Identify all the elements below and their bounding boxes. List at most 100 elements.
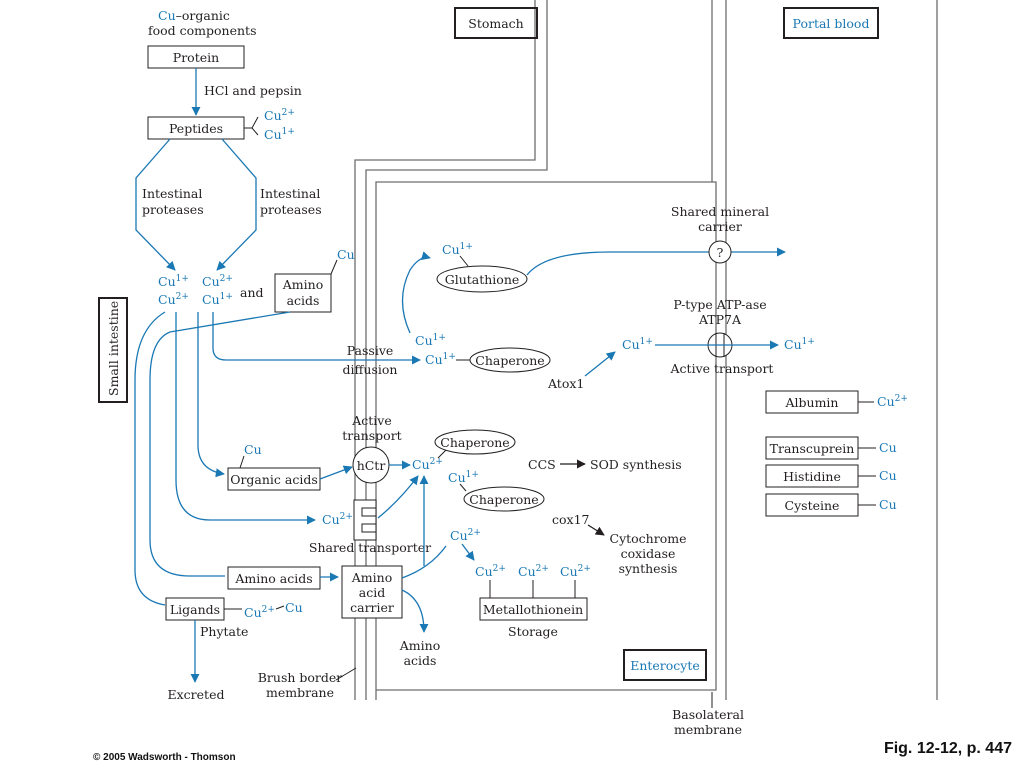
- cu1-atox1: Cu1+: [622, 337, 653, 352]
- flow-atox1: [584, 351, 616, 377]
- diffusion-label: diffusion: [343, 362, 398, 377]
- flow-shared: [175, 312, 316, 525]
- portal-blood-box: [783, 7, 879, 39]
- metallothionein-box: [479, 597, 588, 621]
- chaperone-oval-1: [469, 347, 551, 373]
- glutathione-oval: [436, 265, 528, 293]
- flow-amino: [149, 311, 291, 577]
- enterocyte-boundary: [375, 181, 717, 700]
- amino-acid-carrier-box: [341, 565, 403, 619]
- small-intestine-label: Small intestine: [106, 301, 121, 396]
- protease-branch-right: [216, 138, 257, 271]
- atp7a-label: ATP7A: [698, 312, 742, 327]
- flow-to-portal-1: [526, 247, 786, 276]
- stomach-boundary: [354, 0, 548, 700]
- released-cu1-a: Cu1+: [158, 274, 189, 289]
- flow-carrier-down: [401, 589, 429, 633]
- histidine-label: Histidine: [783, 469, 841, 484]
- mt-cu2-2: Cu2+: [518, 564, 549, 579]
- protein-label: Protein: [173, 50, 219, 65]
- passive-label: Passive: [347, 343, 394, 358]
- flow-carrier-cu2: [401, 545, 447, 579]
- organic-acids-label: Organic acids: [230, 472, 318, 487]
- amino-out-2: acids: [404, 653, 437, 668]
- transport-label: transport: [342, 428, 401, 443]
- cu2-storage: Cu2+: [450, 528, 481, 543]
- transcuprein-cu: Cu: [879, 440, 897, 455]
- carrier-label: carrier: [698, 219, 742, 234]
- portal-blood-label: Portal blood: [793, 16, 870, 31]
- peptides-label: Peptides: [169, 121, 223, 136]
- chaperone-oval-2: [434, 429, 516, 455]
- atox1-label: Atox1: [547, 376, 584, 391]
- cu2-shared: Cu2+: [322, 512, 353, 527]
- amino-top-cu: Cu: [337, 247, 355, 262]
- ccs-label: CCS: [528, 457, 556, 472]
- shared-mineral-carrier: [708, 240, 732, 264]
- basolateral-membrane-lines: [711, 0, 938, 700]
- enterocyte-label: Enterocyte: [630, 658, 700, 673]
- peptides-cu2: Cu2+: [264, 108, 295, 123]
- flow-ligands: [134, 311, 166, 606]
- histidine-cu: Cu: [879, 468, 897, 483]
- excreted-label: Excreted: [168, 687, 225, 702]
- mt-cu2-1: Cu2+: [475, 564, 506, 579]
- amino-acids-box-top: [274, 273, 332, 313]
- phytate-label: Phytate: [200, 624, 248, 639]
- flow-organic: [197, 312, 225, 478]
- amino-acids-label: Amino acids: [234, 571, 312, 586]
- cu1-chaperone-2: Cu1+: [448, 470, 479, 485]
- shared-transporter-icon: [353, 499, 377, 541]
- ptype-label: P-type ATP-ase: [673, 297, 766, 312]
- protease-branch-left: [135, 138, 176, 271]
- cox17-label: cox17: [552, 512, 590, 527]
- chaperone-oval-3: [463, 486, 545, 512]
- albumin-label: Albumin: [785, 395, 839, 410]
- cu1-chaperone-in: Cu1+: [425, 352, 456, 367]
- basolateral-membrane-label: membrane: [674, 722, 742, 737]
- amino-acid-carrier-3: carrier: [350, 600, 394, 615]
- flow-cox17: [587, 524, 605, 536]
- flow-shared-up: [377, 475, 419, 519]
- hcl-pepsin-label: HCl and pepsin: [204, 83, 302, 98]
- released-cu2-a: Cu2+: [158, 292, 189, 307]
- brush-border-label: Brush border: [258, 670, 343, 685]
- proteases-left: proteases: [142, 202, 204, 217]
- cu1-glutathione: Cu1+: [442, 242, 473, 257]
- cysteine-label: Cysteine: [785, 498, 840, 513]
- cytochrome-label: Cytochrome: [610, 531, 687, 546]
- copyright-footer: © 2005 Wadsworth - Thomson: [93, 752, 236, 763]
- cu-food-label: Cu–organic: [158, 8, 230, 23]
- flow-organic-to-hctr: [319, 465, 353, 480]
- enterocyte-box: [623, 649, 707, 681]
- chaperone-label-1: Chaperone: [475, 353, 544, 368]
- released-cu1-b: Cu1+: [202, 292, 233, 307]
- cu2-center: Cu2+: [412, 457, 443, 472]
- amino-out-1: Amino: [399, 638, 440, 653]
- peptides-cu1: Cu1+: [264, 127, 295, 142]
- mt-cu2-3: Cu2+: [560, 564, 591, 579]
- cu1-to-glutathione: Cu1+: [415, 333, 446, 348]
- amino-top-1: Amino: [282, 277, 323, 292]
- ligands-cu: Cu: [285, 600, 303, 615]
- intestinal-right: Intestinal: [260, 186, 320, 201]
- chaperone-label-2: Chaperone: [440, 435, 509, 450]
- proteases-right: proteases: [260, 202, 322, 217]
- cu1-portal: Cu1+: [784, 337, 815, 352]
- chaperone-label-3: Chaperone: [469, 492, 538, 507]
- metallothionein-label: Metallothionein: [483, 602, 583, 617]
- figure-reference: Fig. 12-12, p. 447: [883, 740, 1012, 757]
- and-label: and: [240, 285, 264, 300]
- storage-label: Storage: [508, 624, 558, 639]
- transcuprein-label: Transcuprein: [770, 441, 855, 456]
- shared-transporter-label: Shared transporter: [309, 540, 431, 555]
- ligands-cu2: Cu2+: [244, 605, 275, 620]
- ligands-label: Ligands: [170, 602, 220, 617]
- amino-acid-carrier-1: Amino: [351, 570, 392, 585]
- intestinal-left: Intestinal: [142, 186, 202, 201]
- sod-label: SOD synthesis: [590, 457, 682, 472]
- flow-glutathione: [401, 251, 431, 334]
- amino-top-2: acids: [287, 293, 320, 308]
